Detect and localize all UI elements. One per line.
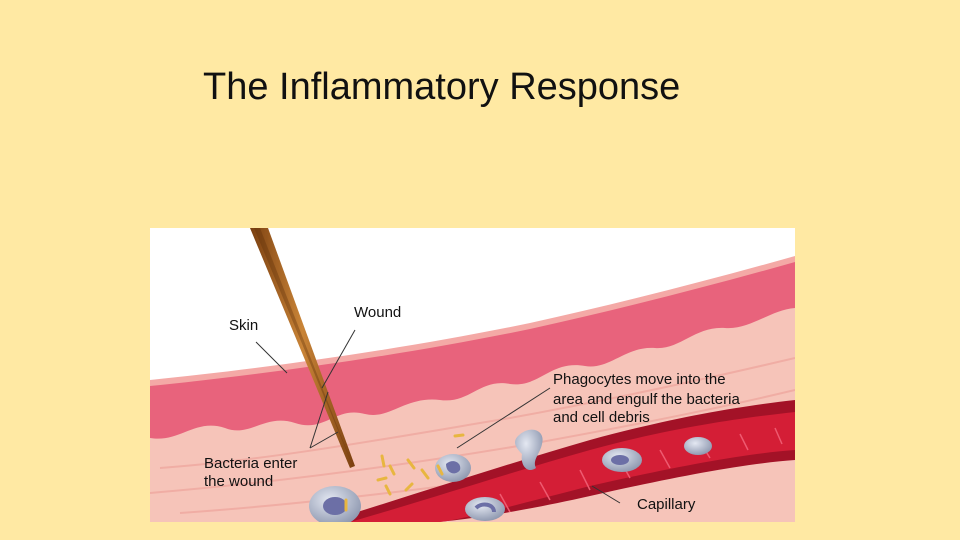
label-skin: Skin <box>229 316 258 336</box>
label-phagocytes-1: Phagocytes move into the <box>553 370 726 390</box>
label-wound: Wound <box>354 303 401 323</box>
slide-title: The Inflammatory Response <box>203 66 680 109</box>
label-phagocytes-2: area and engulf the bacteria <box>553 390 740 410</box>
label-phagocytes-3: and cell debris <box>553 408 650 428</box>
label-bacteria-1: Bacteria enter <box>204 454 297 474</box>
phagocyte-cell <box>465 497 505 521</box>
label-capillary: Capillary <box>637 495 695 515</box>
phagocyte-cell <box>684 437 712 455</box>
label-bacteria-2: the wound <box>204 472 273 492</box>
